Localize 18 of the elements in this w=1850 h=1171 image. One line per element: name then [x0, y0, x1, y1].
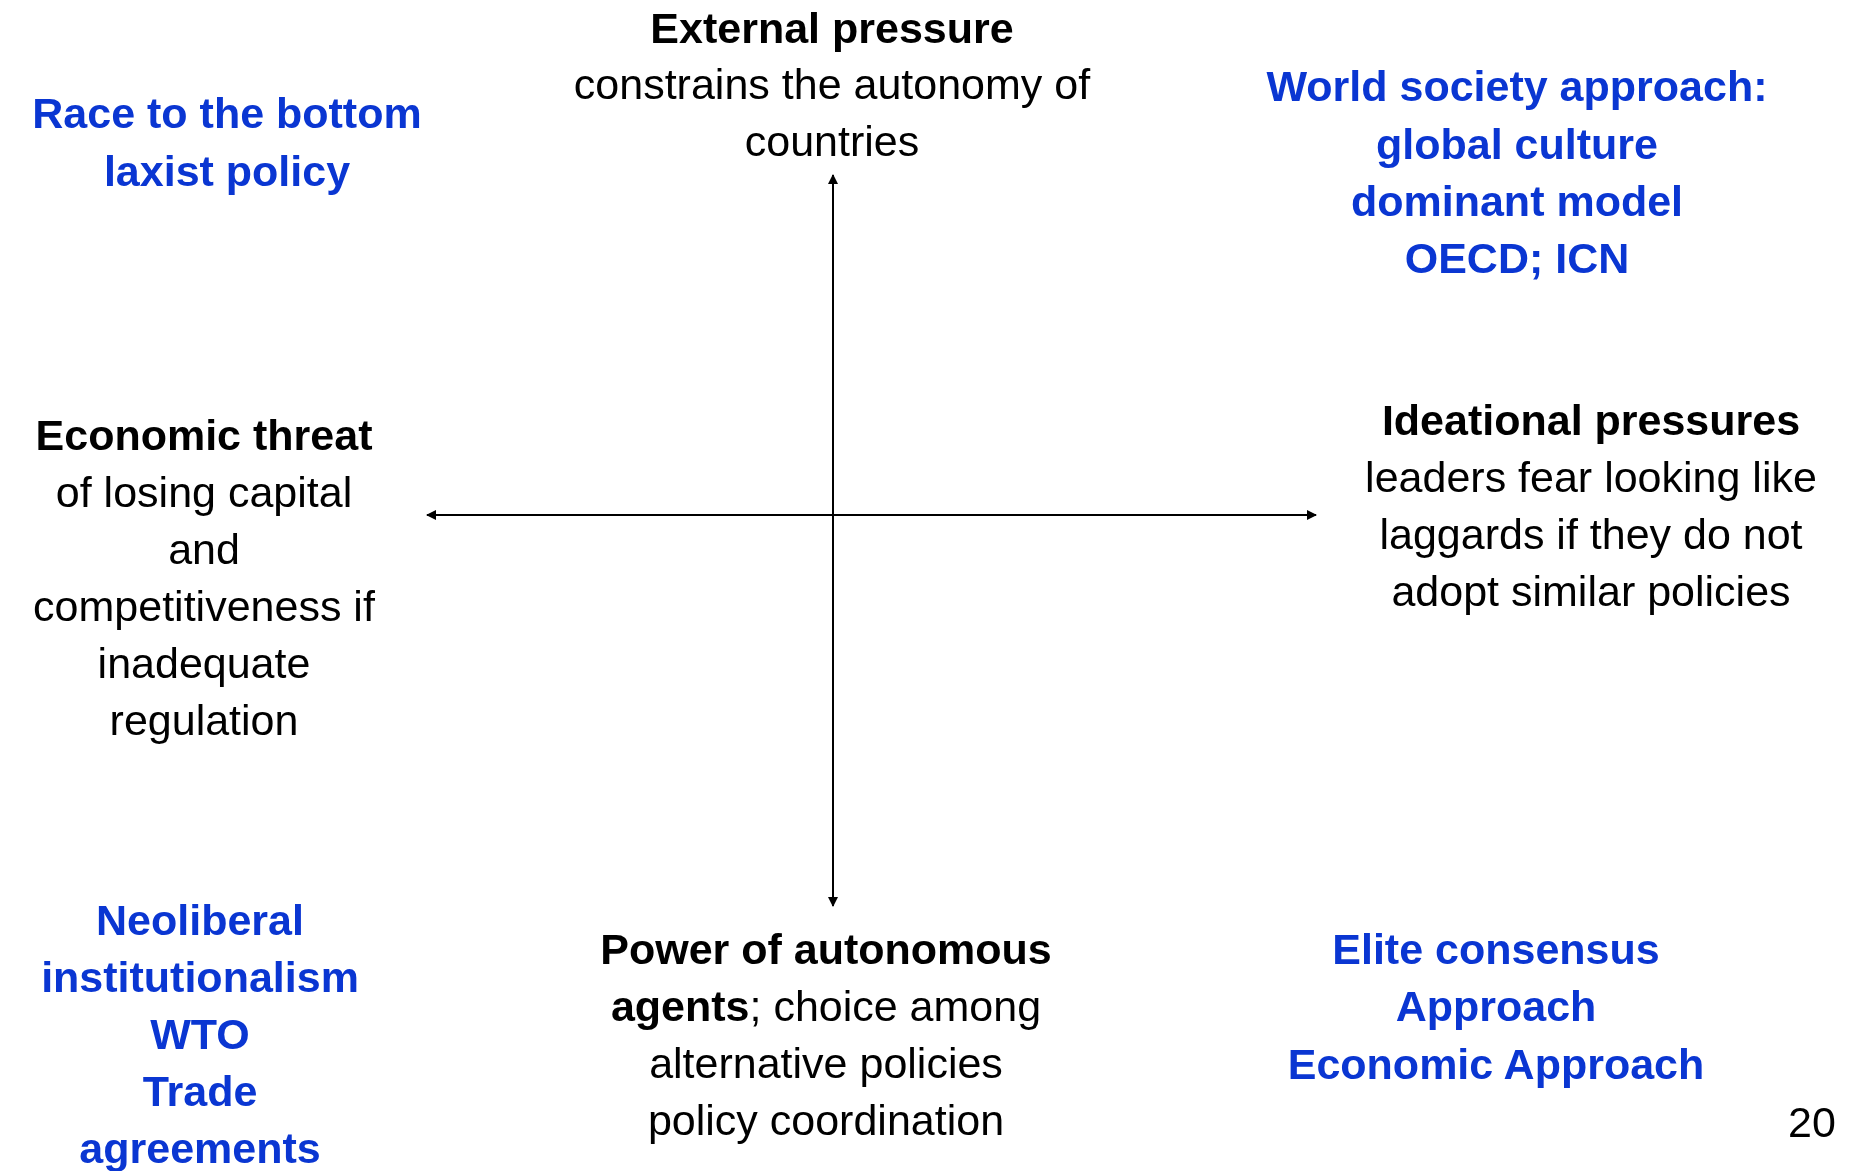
axis-heading: External pressure [649, 3, 1015, 54]
axis-heading: Ideational pressures [1380, 395, 1802, 446]
approach-label: Neoliberal institutionalism [40, 895, 360, 1003]
approach-label: Race to the bottom [31, 88, 423, 139]
axis-heading: Economic threat [34, 410, 374, 461]
approach-label: global culture [1375, 119, 1659, 170]
approach-label: OECD; ICN [1403, 233, 1631, 284]
approach-label: laxist policy [102, 146, 352, 197]
approach-label: World society approach: [1265, 61, 1769, 112]
axis-description: leaders fear looking like laggards if they do not adopt similar policies [1364, 452, 1818, 617]
axis-description: Power of autonomous agents; choice among alternative policies policy coordination [599, 924, 1053, 1146]
approach-label: dominant model [1349, 176, 1685, 227]
page-number: 20 [1787, 1097, 1837, 1148]
axis-description: of losing capital and competitiveness if inadequate regulation [32, 467, 376, 746]
approach-label: Economic Approach [1286, 1039, 1706, 1090]
approach-label: Elite consensus Approach [1331, 924, 1661, 1032]
axis-description: constrains the autonomy of countries [572, 59, 1092, 167]
approach-label: WTO [149, 1009, 251, 1060]
